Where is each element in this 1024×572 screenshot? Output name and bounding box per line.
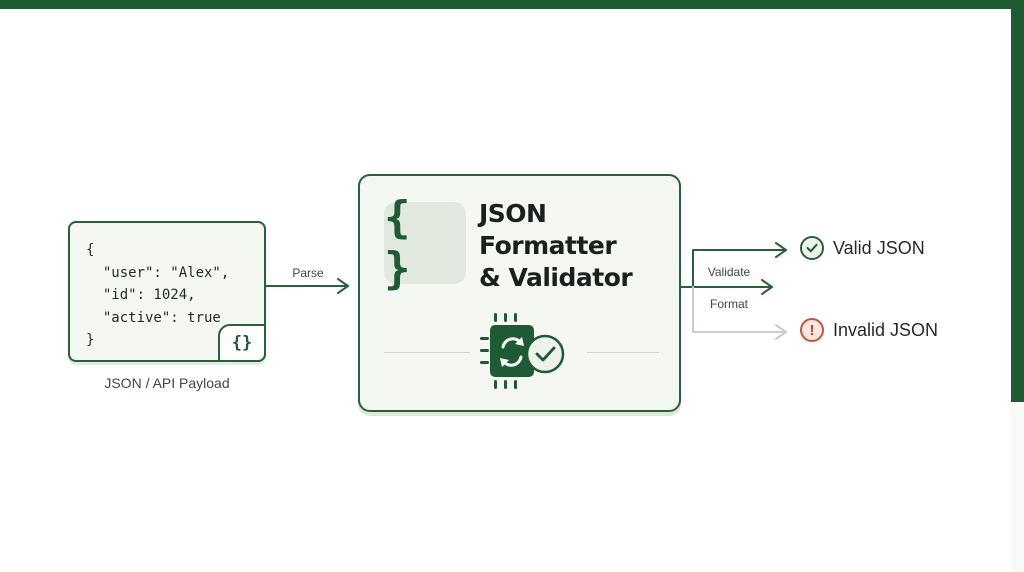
json-code-snippet: { "user": "Alex", "id": 1024, "active": …: [86, 239, 229, 352]
right-edge-shade: [1011, 402, 1024, 572]
tool-title-line: Formatter: [479, 231, 617, 260]
parse-label: Parse: [292, 266, 324, 280]
invalid-json-result: ! Invalid JSON: [800, 318, 938, 342]
processor-check-icon: [480, 313, 565, 389]
code-line: "id": 1024,: [86, 287, 196, 303]
code-line: "user": "Alex",: [86, 264, 230, 281]
format-arrow: [680, 279, 773, 295]
check-circle-icon: [800, 236, 824, 260]
parse-arrow: [265, 278, 349, 294]
tool-title-line: & Validator: [479, 263, 633, 292]
json-braces-icon: {}: [231, 333, 253, 353]
validate-label: Validate: [708, 265, 751, 279]
invalid-json-label: Invalid JSON: [833, 319, 939, 340]
json-payload-card: { "user": "Alex", "id": 1024, "active": …: [68, 221, 266, 362]
check-mark: [806, 243, 818, 253]
format-label: Format: [710, 297, 749, 311]
invalid-arrow: [692, 286, 787, 340]
json-braces-tile: { }: [384, 192, 466, 294]
valid-json-label: Valid JSON: [833, 237, 925, 258]
code-line: "active": true: [86, 309, 221, 326]
exclamation-circle-icon: !: [800, 318, 824, 342]
code-line: {: [86, 242, 95, 258]
payload-caption: JSON / API Payload: [104, 375, 230, 391]
code-line: }: [86, 332, 95, 348]
top-accent-bar: [0, 0, 1024, 9]
card-divider-left: [384, 352, 470, 353]
right-accent-bar: [1011, 0, 1024, 402]
formatter-validator-card: { } JSON Formatter & Validator: [358, 174, 681, 412]
tool-title: JSON Formatter & Validator: [479, 198, 633, 294]
valid-json-result: Valid JSON: [800, 236, 925, 260]
tool-title-line: JSON: [479, 199, 547, 228]
json-braces-badge: {}: [218, 324, 266, 362]
card-divider-right: [587, 352, 659, 353]
curly-braces-icon: { }: [384, 192, 413, 294]
exclamation-mark: !: [809, 321, 815, 339]
